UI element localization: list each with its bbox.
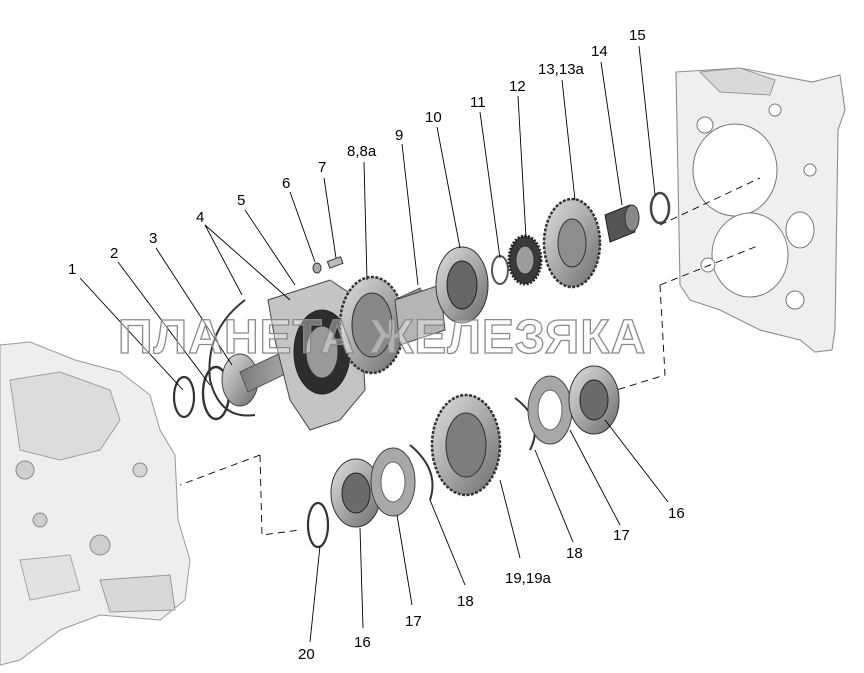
watermark: ПЛАНЕТА ЖЕЛЕЗЯКА: [118, 311, 646, 364]
label-part-13: 13,13а: [538, 61, 585, 78]
part-20-ring: [306, 501, 330, 549]
label-part-2: 2: [110, 245, 118, 262]
label-part-3: 3: [149, 230, 157, 247]
part-9-hub: [394, 284, 446, 346]
label-part-14: 14: [591, 43, 608, 60]
label-part-17-right: 17: [613, 527, 630, 544]
label-part-9: 9: [395, 127, 403, 144]
part-7-pin: [326, 256, 344, 269]
label-part-12: 12: [509, 78, 526, 95]
label-part-15: 15: [629, 27, 646, 44]
part-11-ring: [491, 255, 509, 285]
part-15-ring: [649, 191, 671, 225]
label-part-10: 10: [425, 109, 442, 126]
part-1-ring: [172, 375, 196, 419]
leader-lines: [79, 45, 669, 643]
label-part-1: 1: [68, 261, 76, 278]
label-part-4: 4: [196, 209, 204, 226]
label-part-20: 20: [298, 646, 315, 663]
label-part-8: 8,8а: [347, 143, 377, 160]
part-18-ring-a: [409, 444, 434, 501]
label-part-18-left: 18: [457, 593, 474, 610]
left-housing: [0, 341, 191, 666]
label-part-11: 11: [470, 94, 486, 111]
part-6-washer: [312, 262, 322, 274]
label-part-5: 5: [237, 192, 245, 209]
part-labels: 1 2 3 4 5 6 7 8,8а 9 10 11 12 13,13а 14 …: [68, 27, 685, 663]
alignment-lines: [179, 177, 761, 536]
label-part-16-left: 16: [354, 634, 371, 651]
upper-assembly: [172, 191, 671, 431]
label-part-6: 6: [282, 175, 290, 192]
lower-assembly: [306, 365, 620, 549]
label-part-19: 19,19а: [505, 570, 552, 587]
part-4-snap-ring: [208, 299, 256, 417]
label-part-17-left: 17: [405, 613, 422, 630]
label-part-16-right: 16: [668, 505, 685, 522]
label-part-18-right: 18: [566, 545, 583, 562]
label-part-7: 7: [318, 159, 326, 176]
right-housing-plate: [675, 67, 846, 353]
